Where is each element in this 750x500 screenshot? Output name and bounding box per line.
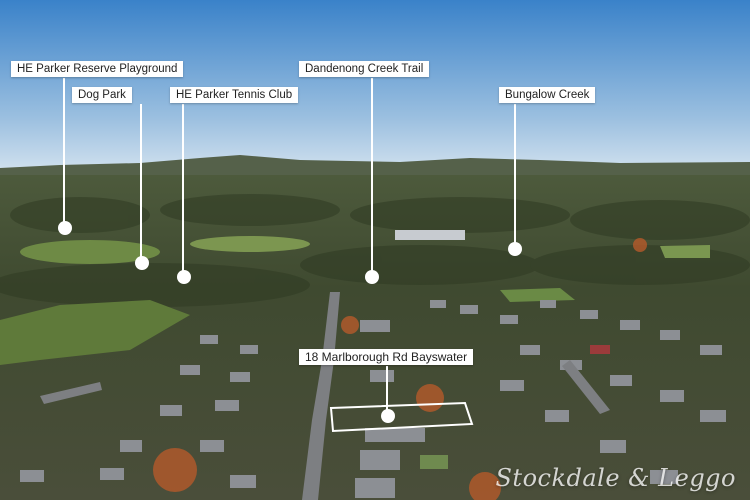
suburb-houses: [20, 300, 726, 498]
field-east: [660, 245, 710, 258]
street-east: [562, 360, 610, 414]
autumn-trees: [153, 238, 647, 500]
agency-watermark: Stockdale & Leggo: [495, 464, 736, 492]
property-boundary: [329, 401, 474, 433]
property-address-label: 18 Marlborough Rd Bayswater: [299, 349, 474, 365]
paddock-east: [500, 288, 575, 302]
sports-oval-2: [190, 236, 310, 252]
dog-park-label: Dog Park: [72, 87, 132, 103]
playground-label: HE Parker Reserve Playground: [11, 61, 184, 77]
paddock: [0, 300, 190, 365]
building: [395, 230, 465, 240]
creek-trail-pin: [365, 270, 379, 284]
tennis-club-pin: [177, 270, 191, 284]
bungalow-creek-label: Bungalow Creek: [499, 87, 596, 103]
property-pin: [381, 409, 395, 423]
sky: [0, 0, 750, 170]
tennis-club-label: HE Parker Tennis Club: [170, 87, 299, 103]
street: [302, 292, 340, 500]
sports-oval-1: [20, 240, 160, 264]
bungalow-creek-pin: [508, 242, 522, 256]
creek-trail-label: Dandenong Creek Trail: [299, 61, 430, 77]
playground-pin: [58, 221, 72, 235]
location-pins: [58, 221, 522, 423]
road-west: [40, 382, 102, 404]
dog-park-pin: [135, 256, 149, 270]
